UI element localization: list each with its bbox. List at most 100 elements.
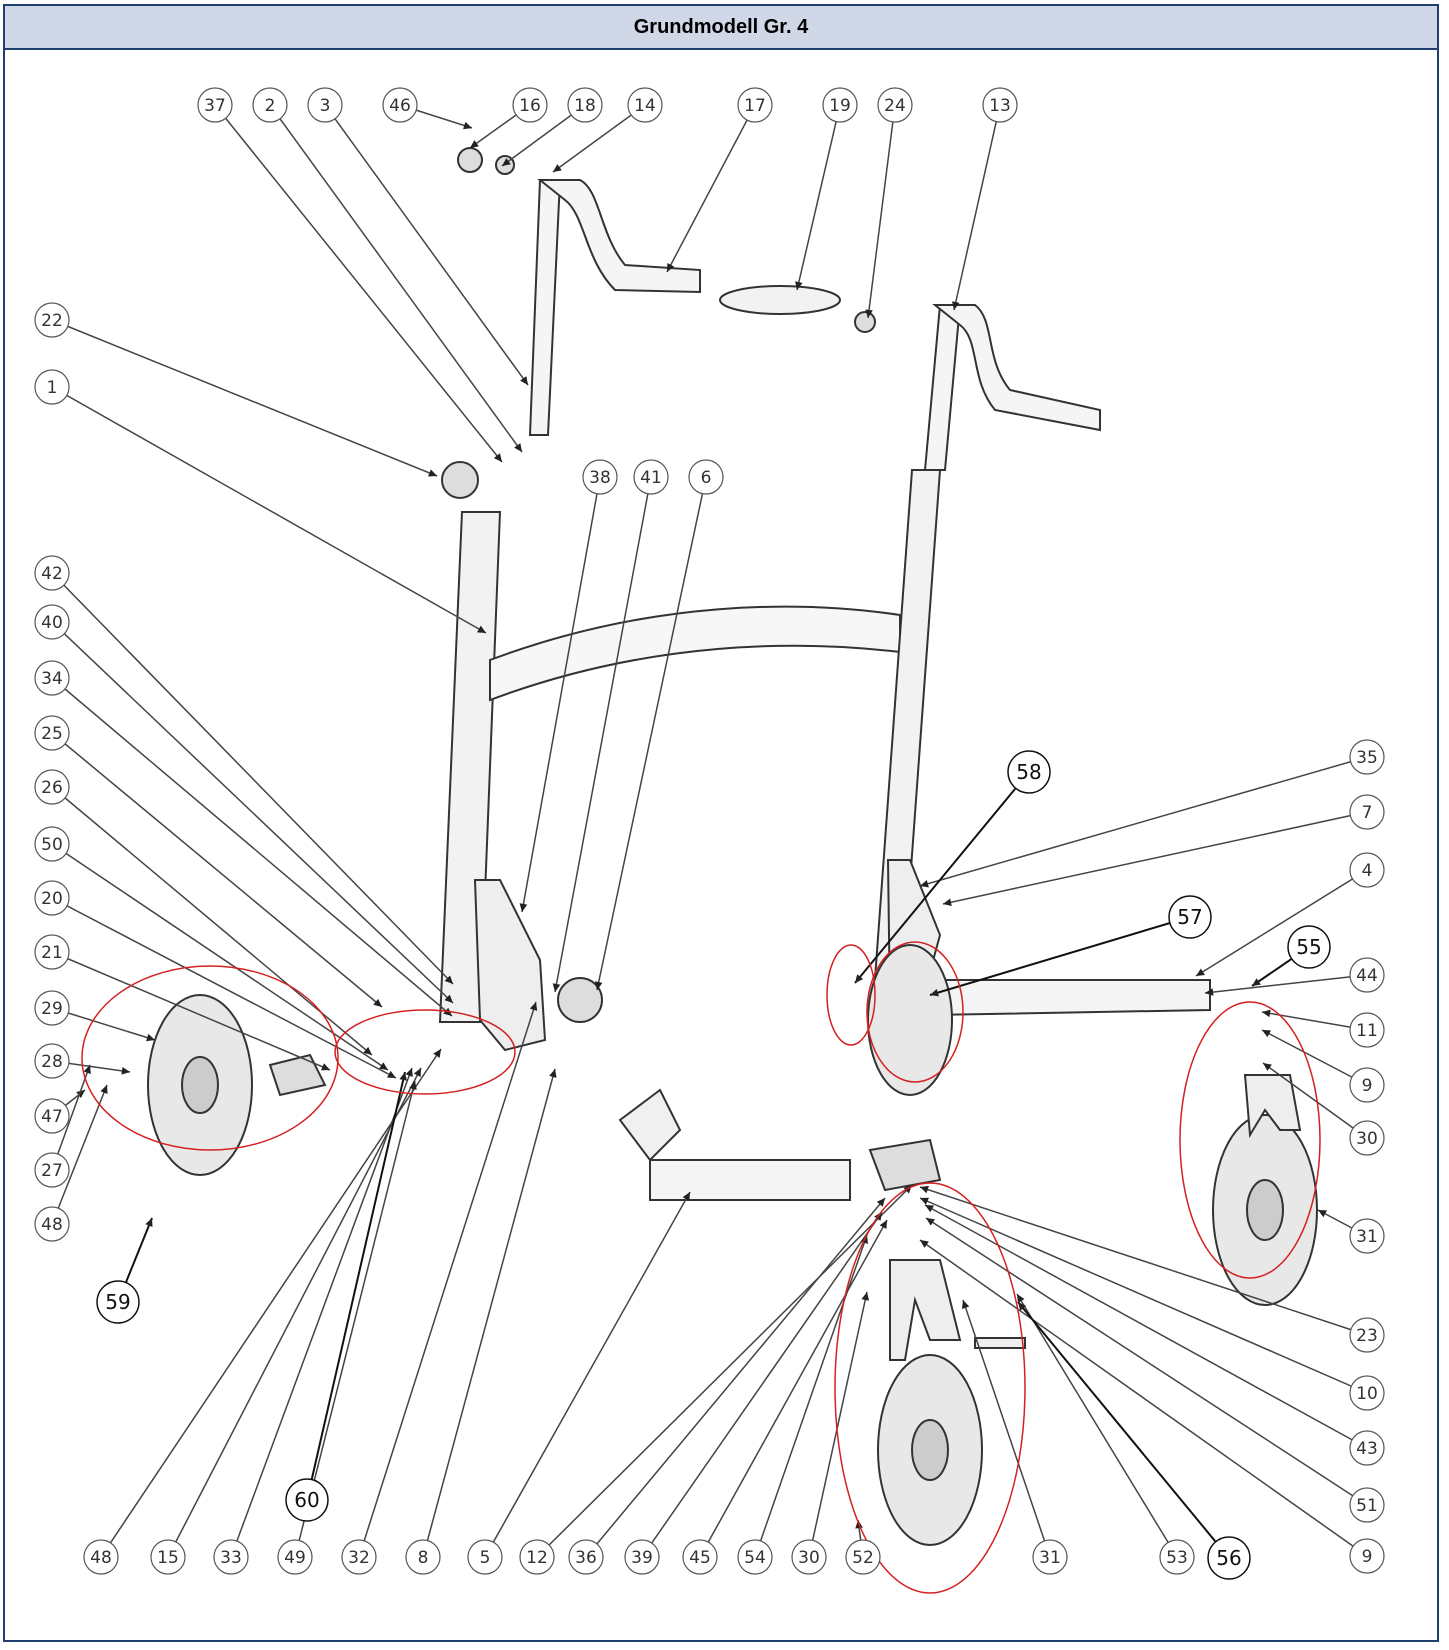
callout-number: 55 — [1296, 935, 1321, 959]
callout-56: 56 — [1207, 1536, 1251, 1580]
callout-circle — [252, 87, 288, 123]
leader-arrowhead — [519, 903, 528, 912]
callout-7: 7 — [1349, 794, 1385, 830]
callout-circle — [1349, 794, 1385, 830]
leader-arrowhead — [321, 1063, 330, 1071]
leader-line — [269, 104, 523, 453]
callout-4: 4 — [1349, 852, 1385, 888]
right-leg-bar — [929, 979, 1211, 1017]
leader-line — [596, 476, 707, 991]
leader-arrowhead — [920, 1185, 929, 1194]
callout-circle — [34, 715, 70, 751]
leader-arrowhead — [428, 469, 437, 477]
leader-arrowhead — [502, 158, 511, 166]
callout-12: 12 — [519, 1539, 555, 1575]
callout-circle — [34, 604, 70, 640]
callout-21: 21 — [34, 934, 70, 970]
leader-arrowhead — [1205, 988, 1214, 996]
callout-circle — [1349, 1430, 1385, 1466]
leader-arrowhead — [553, 164, 562, 172]
callout-39: 39 — [624, 1539, 660, 1575]
group-outline-60 — [334, 1009, 516, 1095]
leader-line — [306, 1071, 406, 1501]
callout-26: 26 — [34, 769, 70, 805]
callout-number: 18 — [574, 96, 596, 116]
callout-41: 41 — [633, 459, 669, 495]
disc-6 — [557, 977, 603, 1023]
callout-19: 19 — [822, 87, 858, 123]
leader-arrowhead — [1318, 1210, 1327, 1218]
callout-circle — [1349, 852, 1385, 888]
leader-line — [100, 1048, 442, 1558]
callout-37: 37 — [197, 87, 233, 123]
callout-number: 23 — [1356, 1326, 1378, 1346]
leader-arrowhead — [682, 1192, 690, 1201]
callout-number: 46 — [389, 96, 411, 116]
leader-line — [1017, 1301, 1230, 1559]
leader-arrowhead — [926, 1218, 935, 1226]
callout-number: 4 — [1362, 861, 1373, 881]
callout-8: 8 — [405, 1539, 441, 1575]
callout-circle — [34, 880, 70, 916]
leader-line — [1195, 869, 1368, 977]
callout-46: 46 — [382, 87, 418, 123]
bottom-arm — [649, 1159, 851, 1201]
callout-52: 52 — [845, 1539, 881, 1575]
callout-circle — [1349, 1375, 1385, 1411]
leader-arrowhead — [409, 1081, 417, 1090]
leader-line — [585, 1197, 886, 1558]
callout-number: 34 — [41, 669, 63, 689]
leader-line — [1204, 974, 1368, 994]
leader-arrowhead — [146, 1033, 155, 1042]
callout-16: 16 — [512, 87, 548, 123]
callout-circle — [582, 459, 618, 495]
callout-number: 10 — [1356, 1384, 1378, 1404]
callout-11: 11 — [1349, 1012, 1385, 1048]
leader-line — [1261, 1029, 1368, 1086]
callout-number: 38 — [589, 468, 611, 488]
leader-line — [962, 1299, 1051, 1558]
leader-line — [51, 386, 487, 634]
callout-circle — [34, 1206, 70, 1242]
caster-housing — [868, 1138, 942, 1192]
leader-arrowhead — [1017, 1294, 1025, 1303]
callout-number: 40 — [41, 613, 63, 633]
callout-number: 59 — [105, 1290, 130, 1314]
leader-arrowhead — [387, 1070, 396, 1078]
callout-circle — [405, 1539, 441, 1575]
callout-number: 3 — [320, 96, 331, 116]
callout-circle — [197, 87, 233, 123]
callout-circle — [1349, 1538, 1385, 1574]
leader-arrowhead — [920, 1240, 929, 1248]
leader-line — [919, 1186, 1368, 1336]
callout-circle — [285, 1478, 329, 1522]
callout-25: 25 — [34, 715, 70, 751]
leader-arrowhead — [1263, 1063, 1272, 1071]
callout-circle — [341, 1539, 377, 1575]
leader-arrowhead — [514, 443, 522, 452]
callout-28: 28 — [34, 1043, 70, 1079]
leader-arrowhead — [865, 309, 873, 318]
page-title: Grundmodell Gr. 4 — [633, 15, 809, 38]
callout-number: 30 — [1356, 1129, 1378, 1149]
callout-number: 27 — [41, 1161, 63, 1181]
leader-line — [51, 1064, 91, 1171]
leader-arrowhead — [667, 263, 675, 272]
leader-line — [919, 756, 1368, 887]
callout-3: 3 — [307, 87, 343, 123]
callout-circle — [1007, 750, 1051, 794]
leader-arrowhead — [943, 898, 952, 907]
callout-23: 23 — [1349, 1317, 1385, 1353]
callout-number: 29 — [41, 999, 63, 1019]
callout-number: 17 — [744, 96, 766, 116]
leader-lines — [51, 104, 1368, 1559]
callout-circle — [34, 1152, 70, 1188]
callout-circle — [34, 660, 70, 696]
callout-number: 20 — [41, 889, 63, 909]
leader-arrowhead — [463, 121, 472, 130]
leader-line — [51, 1084, 108, 1225]
right-handle-grip — [932, 304, 1101, 432]
leader-line — [167, 1067, 422, 1558]
leader-arrowhead — [470, 140, 479, 148]
